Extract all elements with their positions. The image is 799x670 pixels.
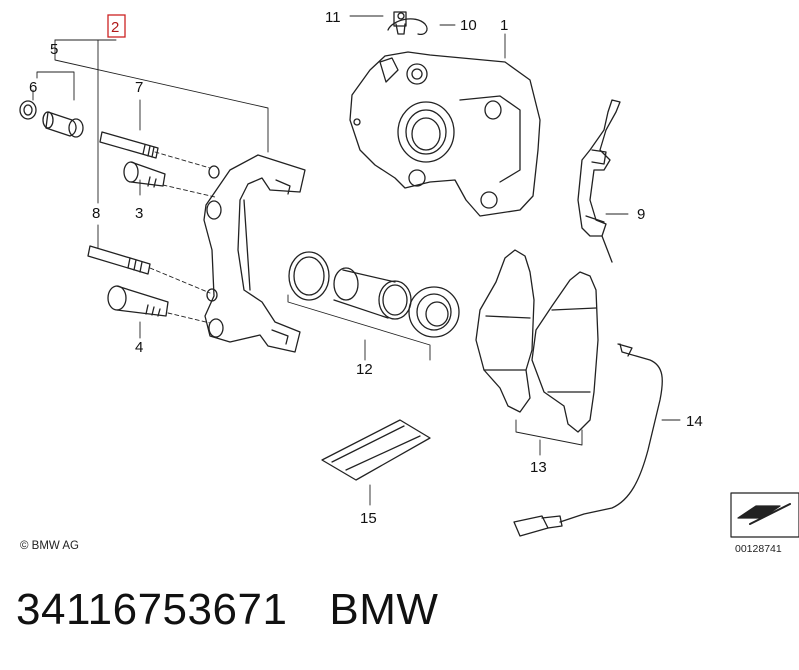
brake-pads-part-13 — [475, 249, 599, 433]
guide-bushing-part-5 — [42, 111, 84, 138]
anti-rattle-spring-part-9 — [577, 99, 621, 263]
callout-10[interactable]: 10 — [460, 17, 477, 34]
callout-6[interactable]: 6 — [29, 79, 37, 96]
alignment-lines — [149, 151, 216, 324]
caliper-carrier-part-2 — [203, 154, 306, 353]
caliper-housing-part-1 — [349, 51, 541, 217]
callout-15[interactable]: 15 — [360, 510, 377, 527]
callout-11[interactable]: 11 — [325, 9, 341, 26]
grease-packet-part-15 — [321, 419, 431, 481]
copyright-notice: © BMW AG — [20, 540, 79, 552]
bolt-part-3 — [123, 161, 166, 188]
bolt-part-4 — [107, 285, 169, 317]
callout-9[interactable]: 9 — [637, 206, 645, 223]
reference-arrow-box — [730, 492, 799, 538]
leader-lines — [32, 15, 681, 506]
wear-sensor-part-14 — [513, 343, 663, 537]
callout-14[interactable]: 14 — [686, 413, 703, 430]
callout-12[interactable]: 12 — [356, 361, 373, 378]
callout-8[interactable]: 8 — [92, 205, 100, 222]
callout-1[interactable]: 1 — [500, 17, 508, 34]
callout-13[interactable]: 13 — [530, 459, 547, 476]
figure-reference-number: 00128741 — [735, 543, 782, 555]
guide-pin-part-7 — [99, 131, 159, 159]
brand-name: BMW — [329, 585, 439, 634]
guide-pin-part-8 — [87, 245, 151, 275]
piston-and-seals-part-12 — [288, 251, 460, 338]
callout-5[interactable]: 5 — [50, 41, 58, 58]
sleeve-nut-part-6 — [19, 100, 37, 120]
callout-2[interactable]: 2 — [111, 19, 119, 36]
callout-3[interactable]: 3 — [135, 205, 143, 222]
callout-7[interactable]: 7 — [135, 79, 143, 96]
part-number: 34116753671 — [16, 585, 288, 634]
callout-4[interactable]: 4 — [135, 339, 143, 356]
bleeder-valve-part-10-11 — [387, 11, 428, 36]
part-info-line: 34116753671 BMW — [16, 585, 438, 635]
selected-callout-highlight — [107, 14, 126, 38]
